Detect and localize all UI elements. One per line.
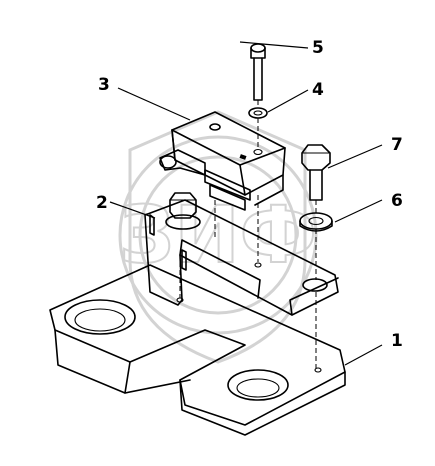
callout-6: 6 bbox=[391, 191, 403, 211]
part-4-washer bbox=[248, 107, 268, 119]
callout-7: 7 bbox=[391, 135, 403, 155]
part-1-base-plate bbox=[49, 264, 346, 436]
hex-nut bbox=[165, 192, 201, 230]
part-2-bracket bbox=[144, 199, 339, 316]
assembly-axes bbox=[179, 100, 317, 368]
callout-leaders bbox=[109, 41, 383, 366]
callout-1: 1 bbox=[391, 331, 403, 351]
watermark-text: ЗИФ bbox=[119, 191, 317, 281]
watermark-logo: ЗИФ bbox=[118, 110, 318, 364]
callout-4: 4 bbox=[312, 80, 324, 100]
part-5-screw bbox=[250, 43, 266, 101]
callout-5: 5 bbox=[312, 38, 324, 58]
callout-3: 3 bbox=[98, 75, 110, 95]
callout-2: 2 bbox=[96, 193, 108, 213]
part-3-switch-housing bbox=[159, 111, 286, 211]
